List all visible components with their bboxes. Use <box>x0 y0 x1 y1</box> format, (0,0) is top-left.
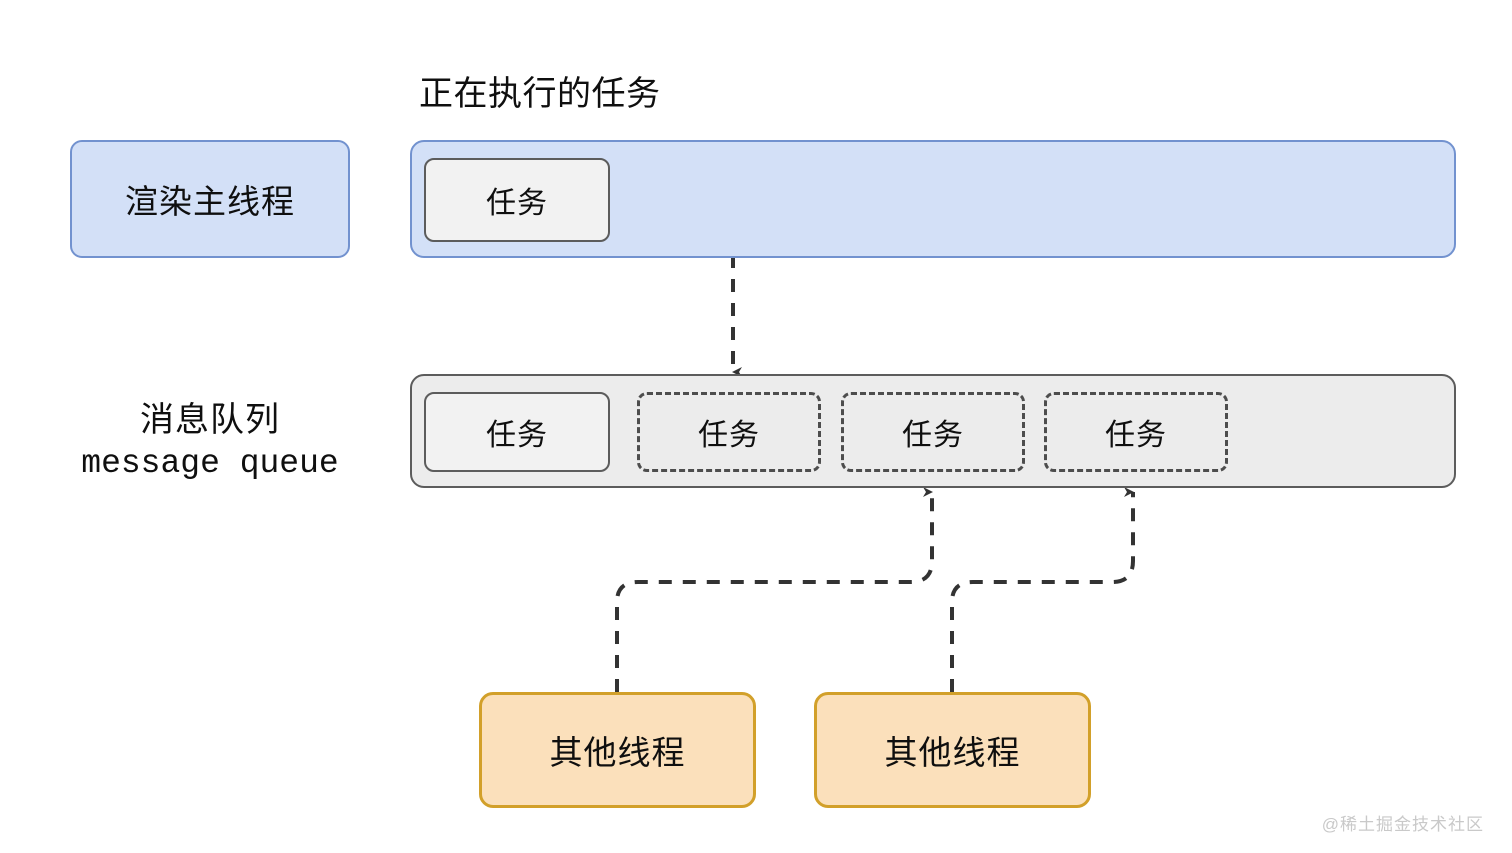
task-running-box: 任务 <box>424 158 610 242</box>
worker-thread-0-label: 其他线程 <box>549 734 686 771</box>
queue-task-1-label: 任务 <box>698 419 760 452</box>
queue-task-3-label: 任务 <box>1105 419 1167 452</box>
watermark: @稀土掘金技术社区 <box>1321 815 1484 834</box>
queue-task-2: 任务 <box>841 392 1025 472</box>
queue-task-0: 任务 <box>424 392 610 472</box>
worker-thread-1-box: 其他线程 <box>814 692 1091 808</box>
worker-thread-0-box: 其他线程 <box>479 692 756 808</box>
main-thread-label-box: 渲染主线程 <box>70 140 350 258</box>
task-running-label: 任务 <box>486 187 548 220</box>
queue-task-2-label: 任务 <box>902 419 964 452</box>
queue-task-1: 任务 <box>637 392 821 472</box>
edge-worker-0-to-queue <box>615 487 934 692</box>
worker-thread-1-label: 其他线程 <box>884 734 1021 771</box>
message-queue-label-en: message queue <box>81 445 339 482</box>
edge-worker-1-to-queue <box>950 487 1135 692</box>
main-thread-label-text: 渲染主线程 <box>125 183 295 220</box>
queue-task-3: 任务 <box>1044 392 1228 472</box>
queue-task-0-label: 任务 <box>486 419 548 452</box>
message-queue-label: 消息队列 message queue <box>40 398 380 486</box>
running-task-title: 正在执行的任务 <box>419 75 661 113</box>
message-queue-label-cn: 消息队列 <box>140 401 280 439</box>
